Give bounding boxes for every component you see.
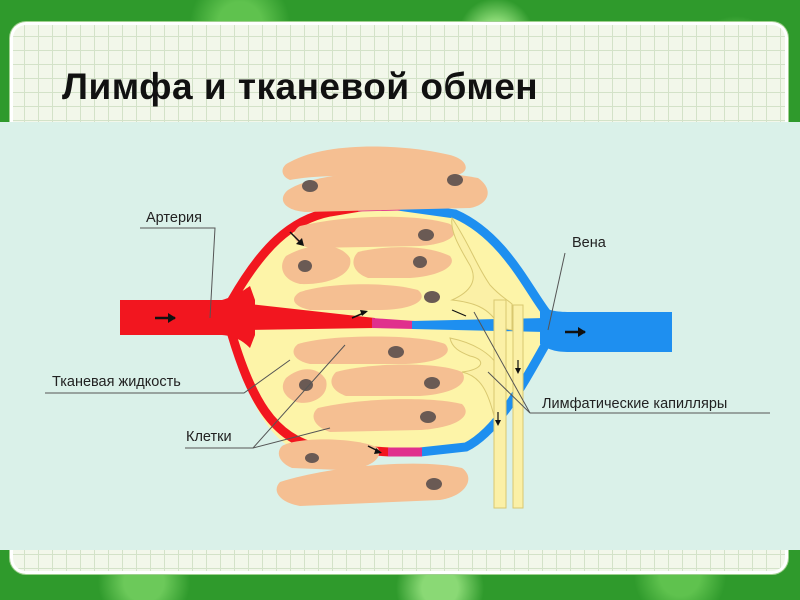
cell <box>282 245 351 285</box>
arrow-icon <box>578 327 586 337</box>
arrow-icon <box>515 368 521 374</box>
arrow-icon <box>168 313 176 323</box>
cell-nucleus <box>305 453 319 463</box>
cell <box>294 216 455 248</box>
vein-trunk <box>540 306 672 352</box>
central-capillary-red <box>250 304 375 330</box>
label-lymph-capillaries: Лимфатические капилляры <box>542 396 727 412</box>
cell-nucleus <box>426 478 442 490</box>
lymph-trunk-2 <box>512 304 524 509</box>
label-cells: Клетки <box>186 429 232 445</box>
leader-lymph-2 <box>487 371 531 414</box>
cell <box>276 463 469 506</box>
leader-cells-2 <box>252 427 331 449</box>
label-artery: Артерия <box>146 210 202 226</box>
leader-tissue-fluid <box>45 359 291 394</box>
cell <box>282 146 466 180</box>
cell-nucleus <box>424 291 440 303</box>
leader-lines <box>45 227 770 449</box>
cell-nucleus <box>418 229 434 241</box>
label-tissue-fluid: Тканевая жидкость <box>52 374 181 390</box>
leader-vein <box>547 252 566 331</box>
cell-nucleus <box>424 377 440 389</box>
cell-nucleus <box>447 174 463 186</box>
cell-nucleus <box>420 411 436 423</box>
leader-lymph-1 <box>473 311 531 414</box>
cell <box>294 284 422 310</box>
cell <box>353 247 452 278</box>
cell-nucleus <box>388 346 404 358</box>
upper-venule <box>393 201 553 320</box>
arrow-icon <box>360 310 368 316</box>
lymph-capillary-lower <box>449 337 506 421</box>
tissue-exchange-diagram: Артерия Вена Тканевая жидкость Клетки Ли… <box>45 146 770 509</box>
cell <box>293 336 448 364</box>
cell-nucleus <box>413 256 427 268</box>
flow-arrows <box>155 231 586 454</box>
central-capillary-mix <box>372 318 415 329</box>
arrow-icon <box>296 238 304 246</box>
cell <box>313 399 466 432</box>
arrow-icon <box>374 448 382 454</box>
slide-title: Лимфа и тканевой обмен <box>62 66 539 107</box>
lymph-trunk-1 <box>493 299 507 509</box>
lymphatic-capillaries <box>449 216 524 509</box>
cell-nucleus <box>298 260 312 272</box>
arrow-icon <box>495 420 501 426</box>
label-vein: Вена <box>572 235 607 251</box>
cell <box>331 364 464 396</box>
diagram-panel: Артерия Вена Тканевая жидкость Клетки Ли… <box>0 122 800 550</box>
nuclei-group <box>298 174 463 490</box>
cell-nucleus <box>302 180 318 192</box>
upper-arteriole <box>227 202 365 305</box>
lower-venule <box>415 335 553 457</box>
cell <box>282 171 488 212</box>
leader-artery <box>140 227 216 319</box>
arrow-icon <box>451 309 467 317</box>
artery-trunk <box>120 286 255 348</box>
cell <box>278 439 380 470</box>
cell-nucleus <box>299 379 313 391</box>
